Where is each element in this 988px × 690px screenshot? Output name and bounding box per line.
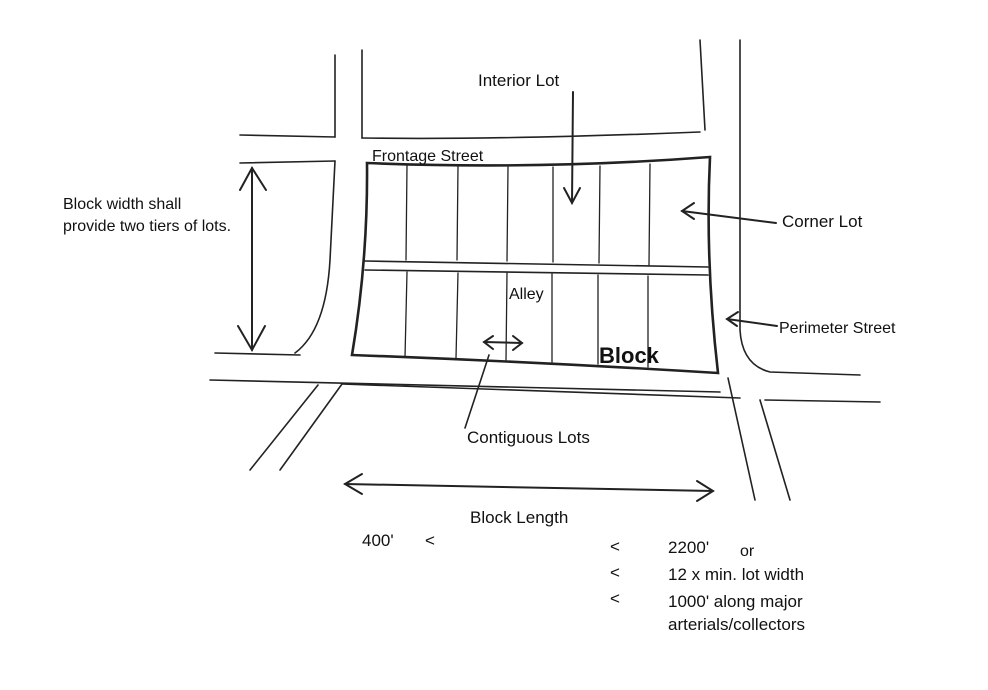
block-width-label: Block width shall provide two tiers of l… [63,196,232,236]
perimeter-street-label: Perimeter Street [779,320,896,337]
block-length-min: 400' [362,531,394,550]
max-option-text: 12 x min. lot width [668,565,805,584]
contiguous-lots-leader [464,354,490,429]
block-label: Block [599,343,659,368]
lot-lines [404,163,651,368]
max-option-text: 2200' [668,538,710,557]
contiguous-lots-arrow [483,341,523,344]
max-option-symbol: < [610,563,620,582]
block-outline [350,155,720,375]
interior-lot-arrow [571,91,574,204]
alley-label: Alley [509,286,544,303]
contiguous-lots-label: Contiguous Lots [467,428,590,447]
frontage-street-label: Frontage Street [372,148,484,165]
corner-lot-arrow [681,210,777,224]
block-length-label: Block Length [470,508,569,527]
block-length-arrow [344,483,714,492]
alley-lines [364,260,709,276]
arrows [237,91,778,502]
max-option-text: 1000' along major arterials/collectors [668,592,805,634]
block-length-lt-symbol: < [425,531,435,550]
max-option-suffix: or [740,543,755,560]
corner-lot-label: Corner Lot [782,212,863,231]
perimeter-street-arrow [726,318,778,327]
interior-lot-label: Interior Lot [478,71,560,90]
max-option-symbol: < [610,589,620,608]
max-option-symbol: < [610,537,620,556]
street-lines [209,39,881,501]
